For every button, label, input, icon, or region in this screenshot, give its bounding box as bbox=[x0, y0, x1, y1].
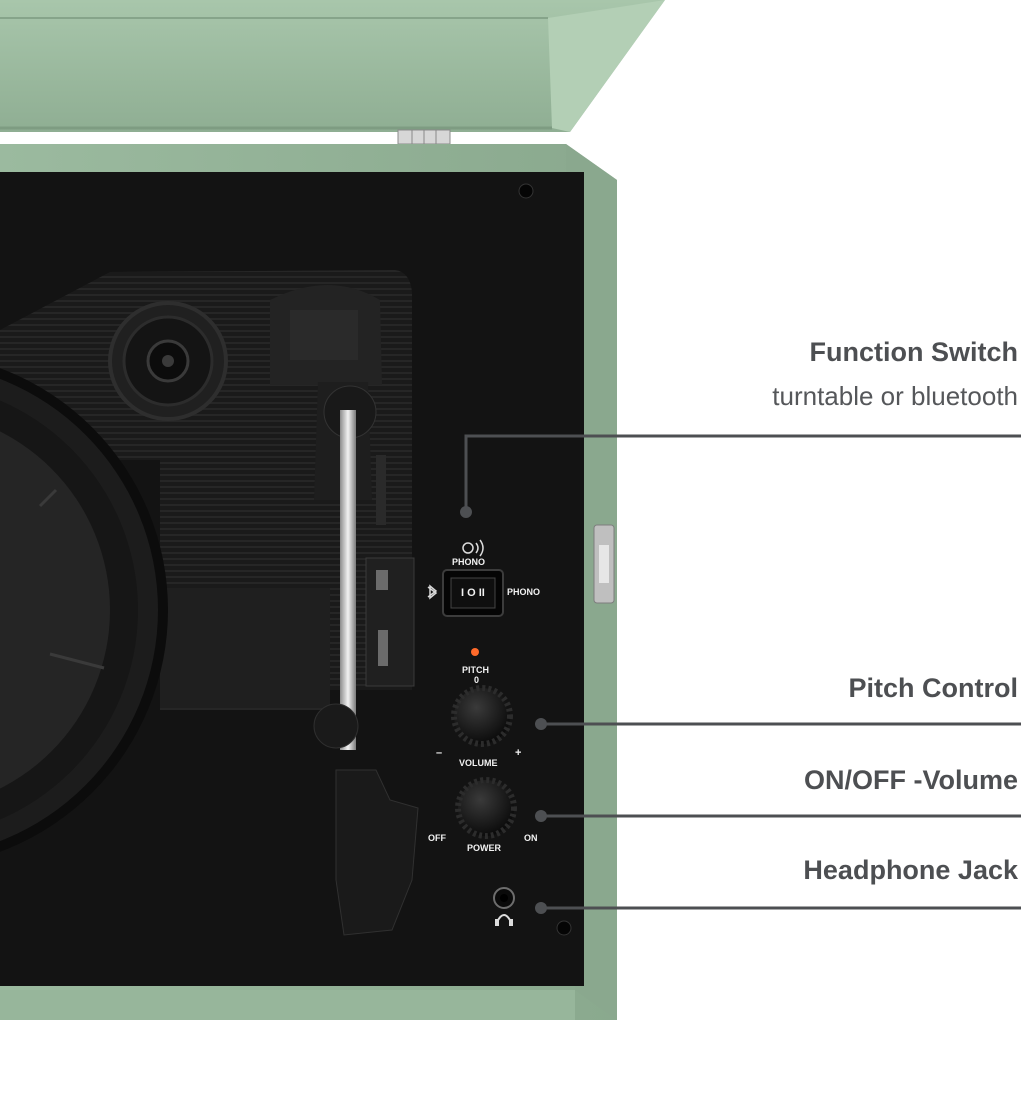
switch-right-label: PHONO bbox=[507, 587, 541, 597]
volume-knob[interactable] bbox=[455, 777, 517, 839]
volume-label: VOLUME bbox=[459, 758, 498, 768]
speaker-icon bbox=[108, 301, 228, 421]
pitch-control-title: Pitch Control bbox=[848, 673, 1019, 703]
switch-top-label: PHONO bbox=[452, 557, 486, 567]
function-switch-subtitle: turntable or bluetooth bbox=[772, 381, 1018, 411]
function-switch-title: Function Switch bbox=[809, 337, 1019, 367]
function-switch-face[interactable]: I O II bbox=[461, 587, 485, 599]
headphone-jack-title: Headphone Jack bbox=[803, 855, 1018, 885]
function-switch-leader bbox=[460, 434, 1021, 518]
headphones-icon bbox=[495, 914, 513, 926]
on-label: ON bbox=[524, 833, 538, 843]
bluetooth-icon bbox=[427, 584, 438, 600]
headphone-jack[interactable] bbox=[493, 887, 515, 909]
power-label: POWER bbox=[467, 843, 502, 853]
pitch-knob[interactable] bbox=[451, 685, 513, 747]
pitch-label: PITCH bbox=[462, 665, 489, 675]
headphone-leader bbox=[535, 902, 1021, 914]
minus-label: – bbox=[436, 747, 443, 759]
volume-leader bbox=[535, 810, 1021, 822]
hinge bbox=[397, 129, 451, 145]
pitch-control-leader bbox=[535, 718, 1021, 730]
pitch-zero-label: 0 bbox=[474, 675, 480, 685]
plus-label: + bbox=[515, 747, 522, 759]
phono-top-icon bbox=[462, 539, 484, 557]
tonearm bbox=[270, 285, 419, 936]
lid bbox=[0, 0, 665, 132]
latch bbox=[593, 524, 615, 604]
platter bbox=[0, 368, 168, 852]
off-label: OFF bbox=[428, 833, 446, 843]
control-panel bbox=[427, 539, 504, 656]
on-off-volume-title: ON/OFF -Volume bbox=[804, 765, 1018, 795]
indicator-led bbox=[471, 648, 479, 656]
